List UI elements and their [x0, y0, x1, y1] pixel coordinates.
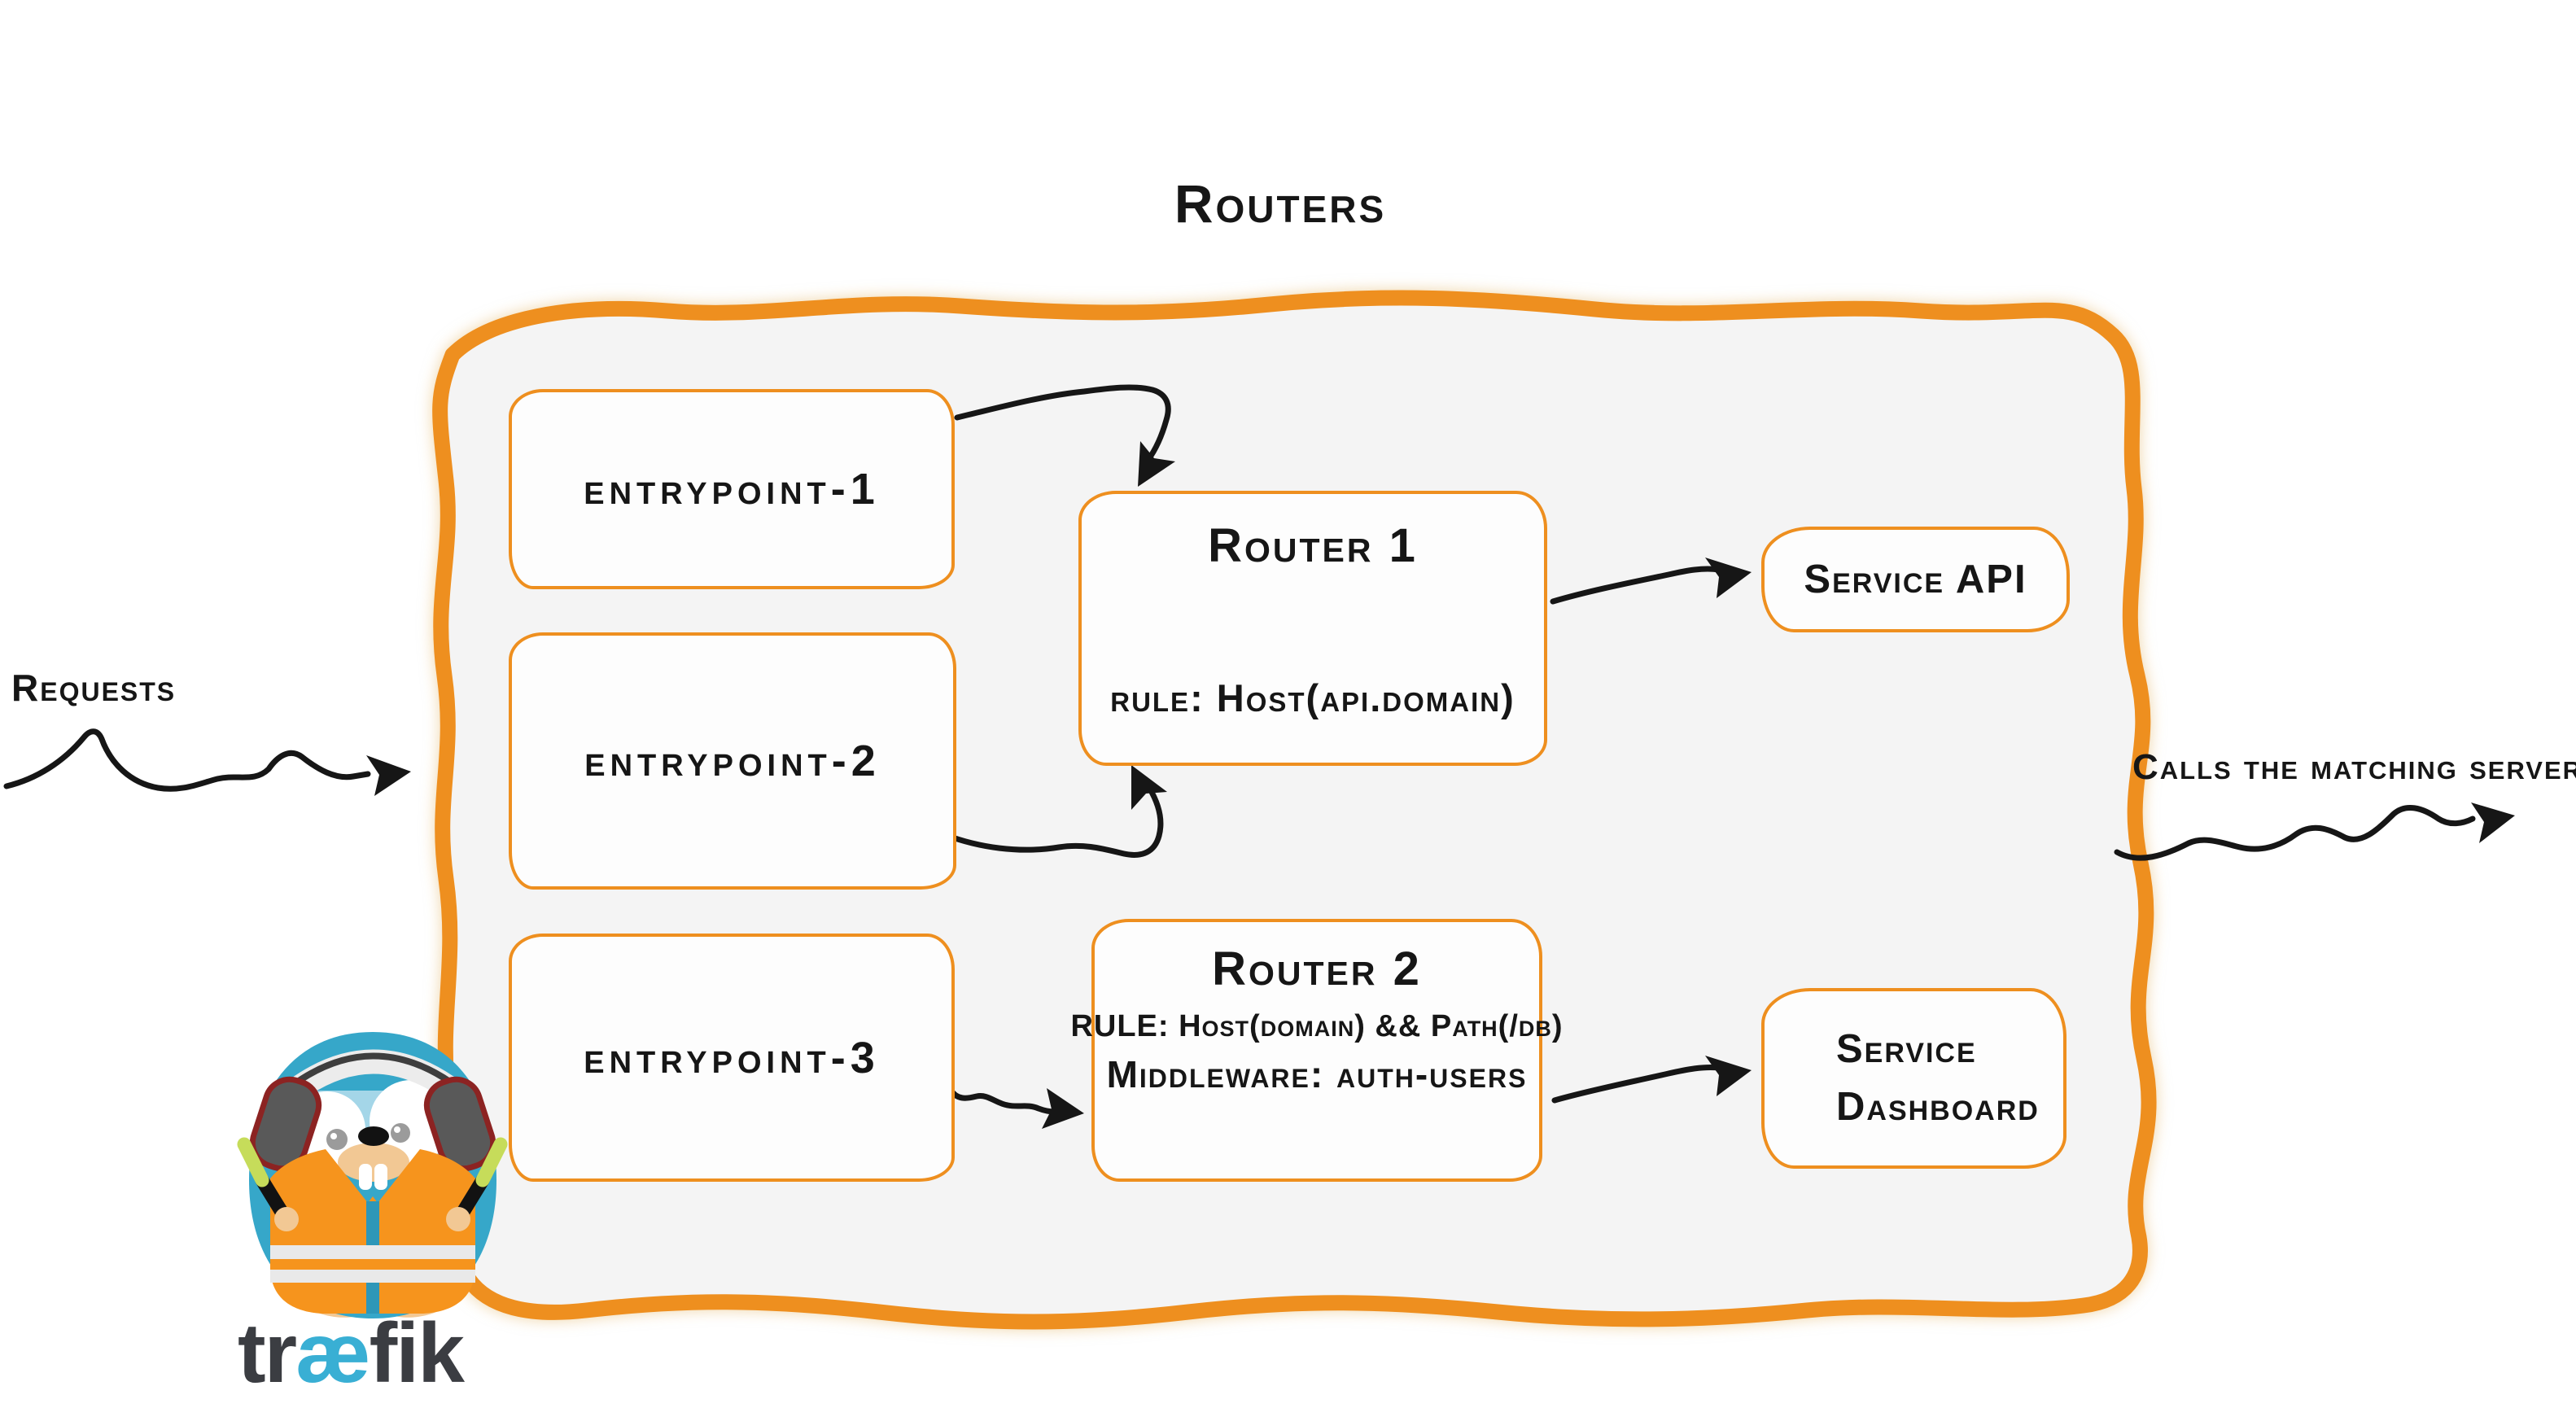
arrow-router1-service-api	[1550, 558, 1752, 605]
service-api-box: Service API	[1761, 527, 2070, 632]
service-dashboard-box: Service Dashboard	[1761, 988, 2066, 1169]
traefik-wordmark: træfik	[238, 1305, 465, 1402]
entrypoint-2-box: entrypoint-2	[509, 632, 956, 890]
traefik-gopher-icon	[237, 1032, 508, 1318]
service-api-label: Service API	[1804, 558, 2027, 601]
router-2-box: Router 2 RULE: Host(domain) && Path(/db)…	[1070, 919, 1563, 1182]
wordmark-pre: tr	[238, 1306, 297, 1401]
router-2-middleware: Middleware: auth-users	[1106, 1053, 1528, 1095]
entrypoint-3-box: entrypoint-3	[509, 934, 955, 1182]
service-dashboard-label: Service Dashboard	[1836, 1026, 2040, 1129]
calls-arrow	[2114, 802, 2515, 861]
wordmark-post: fik	[369, 1306, 465, 1401]
router-1-title: Router 1	[1208, 519, 1418, 572]
requests-label: Requests	[11, 667, 177, 709]
entrypoint-1-box: entrypoint-1	[509, 389, 955, 589]
router-2-rule: RULE: Host(domain) && Path(/db)	[1070, 1009, 1564, 1043]
router-1-box: Router 1 rule: Host(api.domain)	[1078, 491, 1547, 766]
entrypoint-2-label: entrypoint-2	[584, 737, 881, 785]
arrow-entrypoint2-router1	[942, 765, 1167, 858]
requests-arrow	[3, 728, 411, 796]
entrypoint-3-label: entrypoint-3	[584, 1033, 880, 1082]
calls-matching-server-label: Calls the matching server	[2132, 747, 2576, 787]
router-1-rule: rule: Host(api.domain)	[1110, 676, 1515, 719]
arrow-entrypoint3-router2	[947, 1087, 1084, 1129]
entrypoint-1-label: entrypoint-1	[584, 465, 880, 514]
router-2-title: Router 2	[1212, 942, 1422, 995]
page-title: Routers	[1174, 173, 1387, 234]
wordmark-ligature: æ	[295, 1306, 370, 1401]
arrow-entrypoint1-router1	[954, 384, 1175, 487]
arrow-router2-service-dashboard	[1551, 1056, 1752, 1104]
